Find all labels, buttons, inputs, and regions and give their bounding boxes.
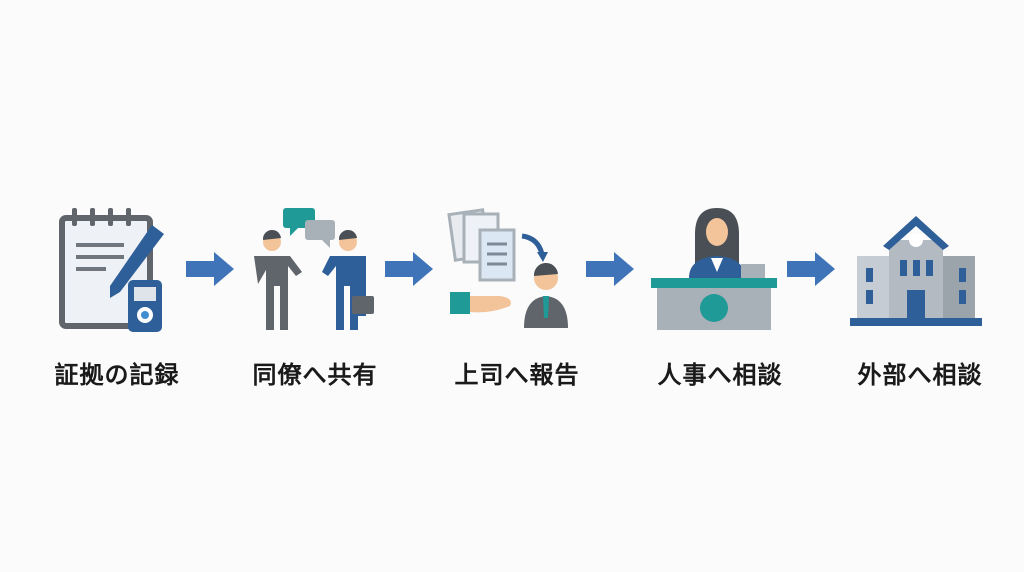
step-label: 外部へ相談: [857, 361, 983, 389]
step-record-evidence: 証拠の記録: [42, 200, 192, 400]
step-label: 同僚へ共有: [252, 361, 378, 389]
report-to-boss-icon: [447, 208, 568, 328]
right-arrow-icon: [787, 252, 835, 286]
right-arrow-icon: [586, 252, 634, 286]
right-arrow-icon: [385, 252, 433, 286]
notepad-pen-recorder-icon: [59, 208, 164, 332]
step-label: 人事へ相談: [657, 361, 783, 389]
step-label: 上司へ報告: [454, 361, 580, 389]
hr-reception-desk-icon: [651, 208, 777, 330]
colleagues-talking-icon: [254, 208, 374, 330]
external-building-icon: [850, 216, 982, 326]
step-consult-hr: 人事へ相談: [645, 200, 795, 400]
step-label: 証拠の記録: [54, 361, 180, 389]
step-report-boss: 上司へ報告: [442, 200, 592, 400]
step-consult-external: 外部へ相談: [845, 200, 995, 400]
right-arrow-icon: [186, 252, 234, 286]
step-share-colleagues: 同僚へ共有: [240, 200, 390, 400]
